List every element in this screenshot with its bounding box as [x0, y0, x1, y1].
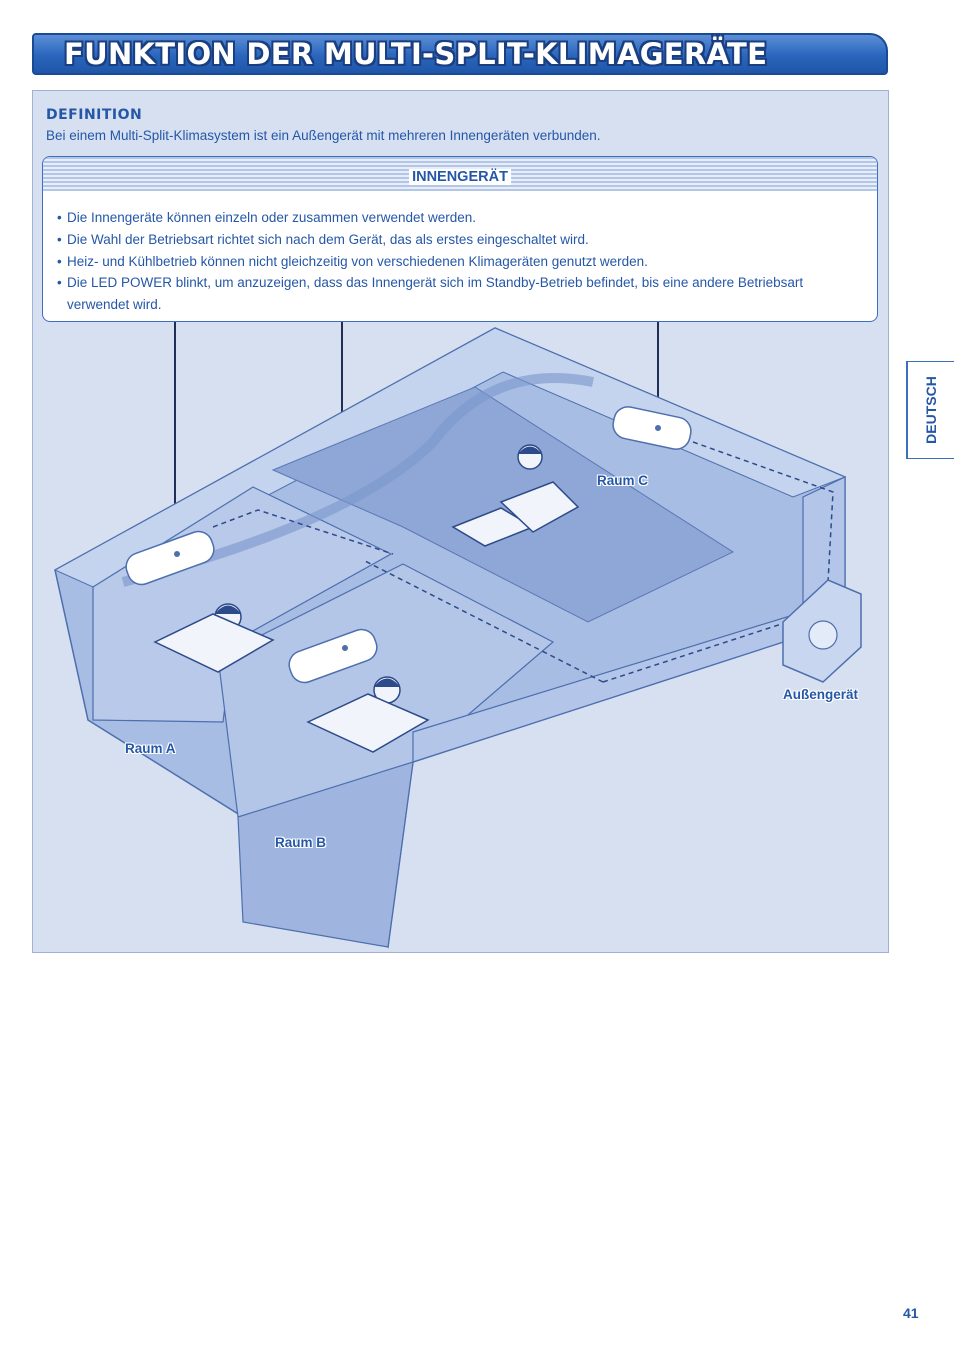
bullet-item: Die LED POWER blinkt, um anzuzeigen, das… — [57, 272, 857, 316]
outdoor-unit-icon — [782, 579, 862, 683]
definition-text: Bei einem Multi-Split-Klimasystem ist ei… — [46, 128, 601, 143]
person-room-c-icon — [517, 444, 543, 470]
page-title: FUNKTION DER MULTI-SPLIT-KLIMAGERÄTE — [64, 37, 768, 71]
indoor-unit-room-c-icon — [612, 406, 692, 450]
definition-heading: DEFINITION — [46, 107, 143, 123]
bullet-item: Die Innengeräte können einzeln oder zusa… — [57, 207, 857, 229]
page-number: 41 — [903, 1305, 919, 1321]
indoor-unit-box-header: INNENGERÄT — [43, 157, 877, 191]
outdoor-unit-label: Außengerät — [783, 687, 859, 702]
indoor-unit-bullet-list: Die Innengeräte können einzeln oder zusa… — [57, 207, 857, 316]
desk-room-b — [306, 693, 430, 753]
sofa-room-c — [499, 481, 580, 533]
desk-room-a — [153, 613, 275, 673]
multi-split-illustration — [53, 322, 862, 949]
furniture — [153, 481, 580, 753]
bullet-item: Die Wahl der Betriebsart richtet sich na… — [57, 229, 857, 251]
language-tab-label: DEUTSCH — [923, 376, 939, 444]
indoor-unit-box: INNENGERÄT Die Innengeräte können einzel… — [42, 156, 878, 322]
title-bar: FUNKTION DER MULTI-SPLIT-KLIMAGERÄTE — [32, 33, 888, 75]
indoor-unit-room-b-icon — [288, 628, 378, 684]
room-a-label: Raum A — [125, 741, 176, 756]
room-c-label: Raum C — [597, 473, 649, 488]
room-b-label: Raum B — [275, 835, 327, 850]
indoor-unit-room-a-icon — [125, 530, 215, 586]
bullet-item: Heiz- und Kühlbetrieb können nicht gleic… — [57, 251, 857, 273]
indoor-unit-title: INNENGERÄT — [409, 169, 511, 185]
language-tab: DEUTSCH — [906, 361, 954, 459]
